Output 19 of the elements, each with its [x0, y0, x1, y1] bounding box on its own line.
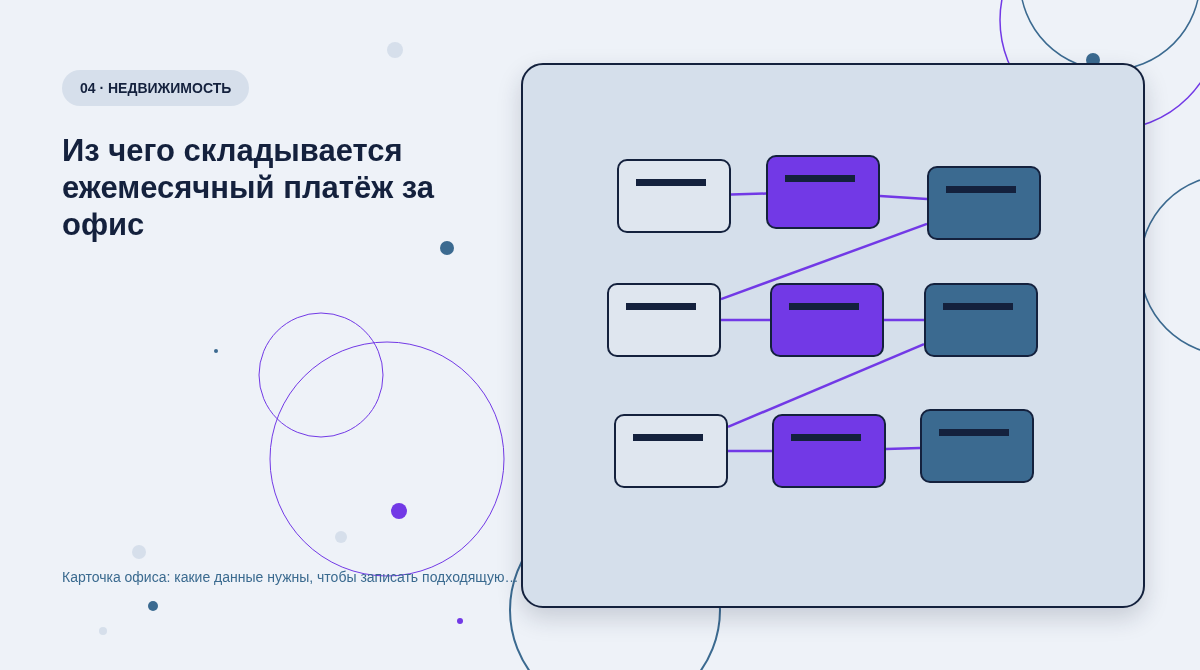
card-box: [617, 159, 731, 233]
connector-line: [879, 194, 928, 201]
card-box: [924, 283, 1038, 357]
title: Из чего складывается ежемесячный платёж за офис: [62, 132, 436, 243]
connector-line: [727, 342, 925, 429]
card-box: [614, 414, 728, 488]
section-tag: 04 · НЕДВИЖИМОСТЬ: [62, 70, 250, 106]
card-box: [772, 414, 886, 488]
connector-line: [884, 318, 924, 322]
card-box: [920, 409, 1034, 483]
connector-line: [720, 222, 928, 301]
card-box: [607, 283, 721, 357]
card-box: [927, 166, 1041, 240]
card-box: [766, 155, 880, 229]
connector-line: [730, 192, 767, 196]
card-box: [770, 283, 884, 357]
connector-line: [728, 449, 772, 453]
connector-line: [721, 318, 770, 322]
connector-line: [885, 446, 921, 451]
